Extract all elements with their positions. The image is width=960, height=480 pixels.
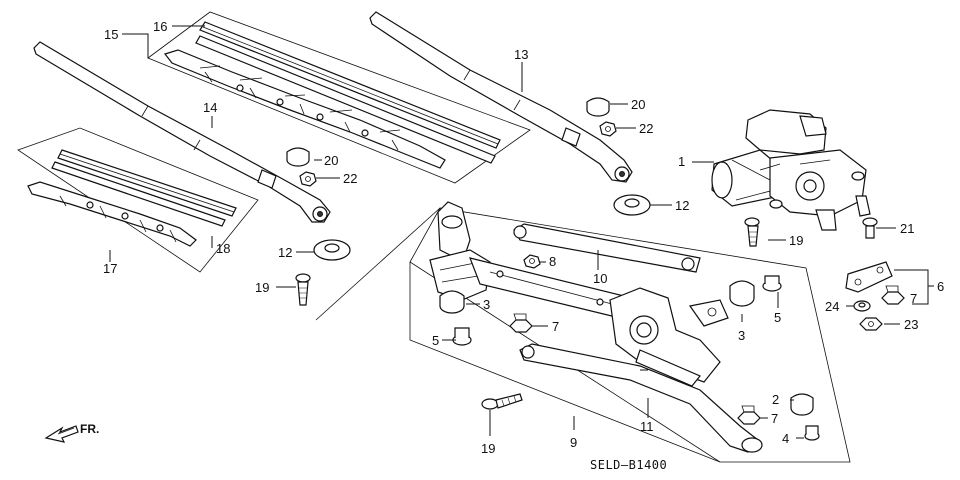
callout-16: 16: [153, 19, 167, 34]
callout-7-lower: 7: [771, 411, 778, 426]
callout-21: 21: [900, 221, 914, 236]
callout-20-right: 20: [631, 97, 645, 112]
callout-19-middle: 19: [789, 233, 803, 248]
callout-24: 24: [825, 299, 839, 314]
callout-6: 6: [937, 279, 944, 294]
callout-5-left: 5: [432, 333, 439, 348]
blade-box-driver: [147, 11, 531, 184]
callout-19-left: 19: [255, 280, 269, 295]
linkage-assembly: [429, 201, 763, 453]
wiper-arm-13: [369, 11, 633, 183]
front-arrow: [44, 425, 79, 443]
bracket-group-6: [845, 217, 905, 331]
callout-8: 8: [549, 254, 556, 269]
callout-12-right: 12: [675, 198, 689, 213]
callout-14: 14: [203, 100, 217, 115]
linkage-small-parts: [439, 217, 820, 441]
leader-lines: [109, 25, 934, 439]
callout-11: 11: [640, 419, 654, 434]
callout-19-lower: 19: [481, 441, 495, 456]
callout-7-right: 7: [910, 291, 917, 306]
blade-box-passenger: [17, 127, 259, 273]
callout-4: 4: [782, 431, 789, 446]
callout-17: 17: [103, 261, 117, 276]
callout-labels: 1 2 3 3 4 5 5 6 7 7 7 8 9 10 11 12 12 13…: [80, 19, 944, 472]
callout-23: 23: [904, 317, 918, 332]
wiper-motor: [711, 109, 871, 231]
front-indicator-label: FR.: [80, 422, 99, 436]
callout-12-left: 12: [278, 245, 292, 260]
callout-5-right: 5: [774, 310, 781, 325]
wiper-arm-14: [33, 41, 331, 223]
callout-18: 18: [216, 241, 230, 256]
callout-7-left: 7: [552, 319, 559, 334]
callout-20-left: 20: [324, 153, 338, 168]
callout-15: 15: [104, 27, 118, 42]
arm-caps-nuts: [286, 97, 651, 306]
callout-22-right: 22: [639, 121, 653, 136]
callout-9: 9: [570, 435, 577, 450]
callout-3-right: 3: [738, 328, 745, 343]
callout-22-left: 22: [343, 171, 357, 186]
callout-2: 2: [772, 392, 779, 407]
callout-1: 1: [678, 154, 685, 169]
callout-13: 13: [514, 47, 528, 62]
callout-10: 10: [593, 271, 607, 286]
diagram-code: SELD—B1400: [590, 458, 667, 472]
callout-3-left: 3: [483, 297, 490, 312]
linkage-frame-box: [315, 207, 851, 463]
